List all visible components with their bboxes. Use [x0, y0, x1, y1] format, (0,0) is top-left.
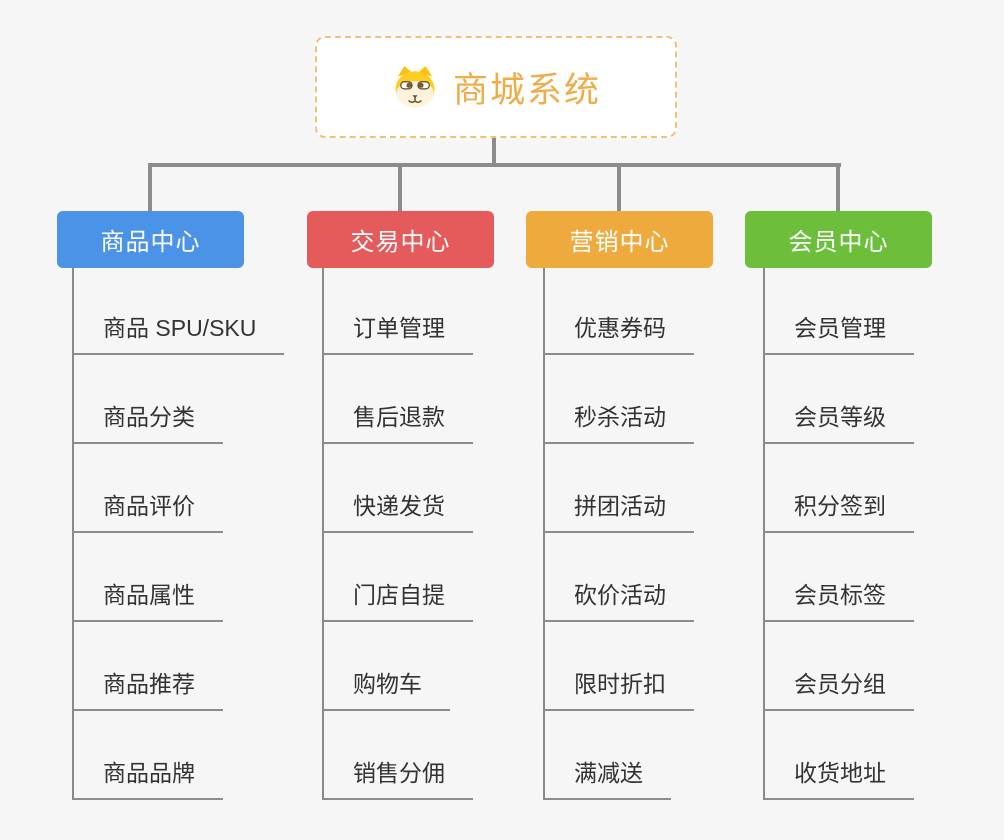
- connector-drop-marketing: [617, 163, 621, 211]
- leaf-node[interactable]: 积分签到: [763, 444, 914, 533]
- leaf-node[interactable]: 会员管理: [763, 268, 914, 355]
- leaf-node[interactable]: 砍价活动: [543, 533, 694, 622]
- branch-spine-product: [72, 268, 74, 800]
- branch-node-trade[interactable]: 交易中心: [307, 211, 494, 268]
- leaf-node[interactable]: 商品评价: [72, 444, 223, 533]
- root-title: 商城系统: [452, 70, 601, 110]
- leaf-node[interactable]: 满减送: [543, 711, 671, 800]
- leaf-node[interactable]: 优惠券码: [543, 268, 694, 355]
- root-node[interactable]: 商城系统: [315, 36, 677, 138]
- branch-node-member[interactable]: 会员中心: [745, 211, 932, 268]
- leaf-column-member: 会员管理 会员等级 积分签到 会员标签 会员分组 收货地址: [763, 268, 914, 800]
- leaf-node[interactable]: 销售分佣: [322, 711, 473, 800]
- leaf-node[interactable]: 门店自提: [322, 533, 473, 622]
- leaf-node[interactable]: 商品 SPU/SKU: [72, 268, 285, 355]
- connector-horizontal: [148, 163, 841, 167]
- leaf-node[interactable]: 商品推荐: [72, 622, 223, 711]
- leaf-column-marketing: 优惠券码 秒杀活动 拼团活动 砍价活动 限时折扣 满减送: [543, 268, 694, 800]
- leaf-node[interactable]: 拼团活动: [543, 444, 694, 533]
- connector-root-stem: [492, 138, 496, 167]
- leaf-node[interactable]: 快递发货: [322, 444, 473, 533]
- branch-node-marketing[interactable]: 营销中心: [526, 211, 713, 268]
- leaf-node[interactable]: 秒杀活动: [543, 355, 694, 444]
- branch-spine-marketing: [543, 268, 545, 800]
- leaf-node[interactable]: 商品分类: [72, 355, 223, 444]
- leaf-node[interactable]: 商品品牌: [72, 711, 223, 800]
- connector-drop-member: [836, 163, 840, 211]
- branch-spine-trade: [322, 268, 324, 800]
- leaf-node[interactable]: 订单管理: [322, 268, 473, 355]
- connector-drop-trade: [398, 163, 402, 211]
- leaf-node[interactable]: 购物车: [322, 622, 450, 711]
- branch-node-product[interactable]: 商品中心: [57, 211, 244, 268]
- leaf-node[interactable]: 会员分组: [763, 622, 914, 711]
- dog-icon: [391, 64, 439, 110]
- leaf-column-trade: 订单管理 售后退款 快递发货 门店自提 购物车 销售分佣: [322, 268, 473, 800]
- leaf-node[interactable]: 会员标签: [763, 533, 914, 622]
- leaf-column-product: 商品 SPU/SKU 商品分类 商品评价 商品属性 商品推荐 商品品牌: [72, 268, 285, 800]
- leaf-node[interactable]: 商品属性: [72, 533, 223, 622]
- branch-spine-member: [763, 268, 765, 800]
- leaf-node[interactable]: 限时折扣: [543, 622, 694, 711]
- leaf-node[interactable]: 收货地址: [763, 711, 914, 800]
- leaf-node[interactable]: 会员等级: [763, 355, 914, 444]
- leaf-node[interactable]: 售后退款: [322, 355, 473, 444]
- connector-drop-product: [148, 163, 152, 211]
